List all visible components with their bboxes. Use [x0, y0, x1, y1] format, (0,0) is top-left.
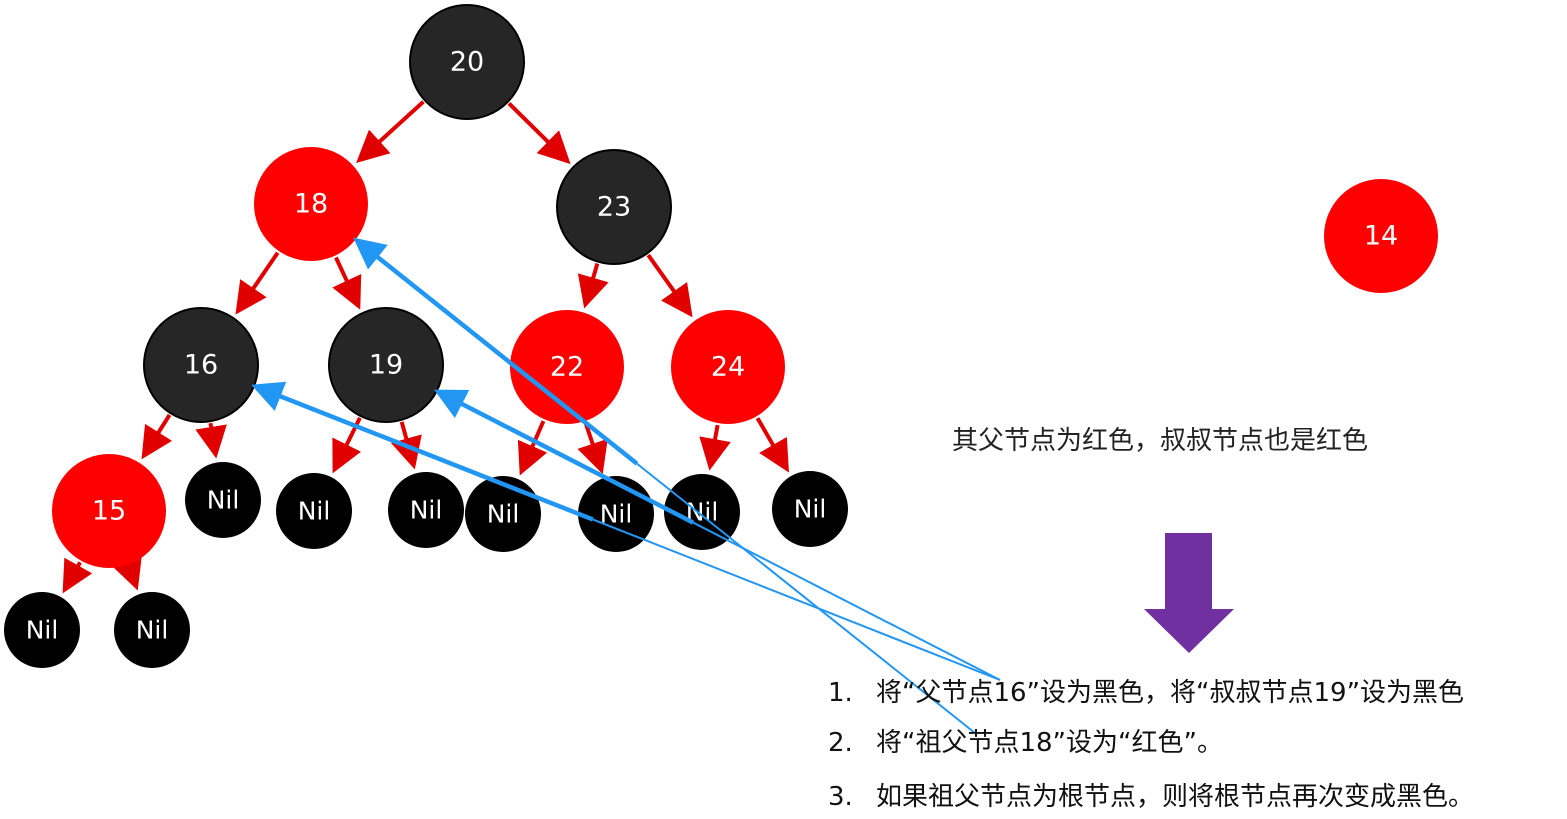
node-nil_22r: Nil [578, 476, 654, 552]
edge-n18-n19 [332, 256, 362, 310]
node-nil_22l: Nil [465, 476, 541, 552]
pointer-head-n16 [251, 381, 594, 522]
node-circle-nil_24r [772, 471, 848, 547]
node-circle-n24 [671, 310, 785, 424]
node-n14: 14 [1324, 179, 1438, 293]
node-label-n20: 20 [450, 47, 484, 78]
node-n19: 19 [328, 307, 444, 423]
node-n20: 20 [409, 4, 525, 120]
step-1-number: 1. [828, 678, 853, 708]
edge-n19-nil_19r [390, 421, 422, 470]
node-nil_16r: Nil [185, 462, 261, 538]
node-label-n19: 19 [369, 350, 403, 381]
node-label-nil_19r: Nil [410, 496, 443, 525]
edge-n22-nil_22r [577, 422, 608, 475]
node-label-nil_15l: Nil [26, 616, 59, 645]
step-1: 1. 将“父节点16”设为黑色，将“叔叔节点19”设为黑色 [828, 672, 1464, 709]
node-circle-nil_19r [388, 472, 464, 548]
node-circle-n14 [1324, 179, 1438, 293]
edge-n22-nil_22l [517, 420, 548, 476]
node-n24: 24 [671, 310, 785, 424]
pointer-head-n18 [353, 237, 639, 466]
node-n18: 18 [254, 147, 368, 261]
node-circle-n20 [409, 4, 525, 120]
node-nil_19l: Nil [276, 473, 352, 549]
step-1-text: 将“父节点16”设为黑色，将“叔叔节点19”设为黑色 [876, 678, 1465, 708]
edge-n23-n22 [577, 263, 609, 309]
node-circle-nil_22l [465, 476, 541, 552]
node-label-n16: 16 [184, 350, 218, 381]
pointer-tail-n18 [636, 462, 976, 734]
node-n15: 15 [52, 454, 166, 568]
node-label-n23: 23 [597, 192, 631, 223]
tree-edges [62, 100, 789, 594]
node-label-nil_15r: Nil [136, 616, 169, 645]
step-2: 2. 将“祖父节点18”设为“红色”。 [828, 722, 1223, 759]
node-circle-n23 [556, 149, 672, 265]
node-nil_15l: Nil [4, 592, 80, 668]
node-nil_19r: Nil [388, 472, 464, 548]
edge-n24-nil_24l [699, 424, 731, 471]
node-label-n24: 24 [711, 352, 745, 383]
node-circle-n19 [328, 307, 444, 423]
step-2-text: 将“祖父节点18”设为“红色”。 [876, 728, 1223, 758]
node-circle-nil_19l [276, 473, 352, 549]
node-circle-nil_16r [185, 462, 261, 538]
node-nil_24r: Nil [772, 471, 848, 547]
node-label-n22: 22 [550, 352, 584, 383]
edge-n18-n16 [235, 251, 280, 315]
node-n23: 23 [556, 149, 672, 265]
node-label-n18: 18 [294, 189, 328, 220]
edge-n15-nil_15r [111, 554, 142, 591]
step-3: 3. 如果祖父节点为根节点，则将根节点再次变成黑色。 [828, 776, 1474, 813]
node-label-nil_19l: Nil [298, 497, 331, 526]
down-arrow-icon [1144, 533, 1234, 653]
edge-n23-n24 [646, 253, 693, 318]
pointer-head-n19 [434, 389, 695, 525]
step-3-number: 3. [828, 782, 853, 812]
node-label-nil_24r: Nil [794, 495, 827, 524]
node-nil_15r: Nil [114, 592, 190, 668]
node-label-n15: 15 [92, 496, 126, 527]
edge-n16-n15 [141, 413, 173, 460]
node-circle-n18 [254, 147, 368, 261]
edge-n24-nil_24r [755, 417, 789, 473]
edge-n20-n23 [507, 102, 571, 165]
node-label-nil_16r: Nil [207, 486, 240, 515]
pointer-tail-n16 [592, 518, 1001, 681]
edge-n16-nil_16r [195, 422, 227, 459]
node-label-nil_22l: Nil [487, 500, 520, 529]
node-n16: 16 [143, 307, 259, 423]
node-n22: 22 [510, 310, 624, 424]
pointer-links [251, 237, 1001, 734]
node-circle-n15 [52, 454, 166, 568]
node-circle-nil_15l [4, 592, 80, 668]
node-circle-nil_15r [114, 592, 190, 668]
condition-caption: 其父节点为红色，叔叔节点也是红色 [952, 426, 1369, 456]
node-circle-n22 [510, 310, 624, 424]
node-circle-n16 [143, 307, 259, 423]
step-2-number: 2. [828, 728, 853, 758]
node-label-n14: 14 [1364, 221, 1398, 252]
edge-n15-nil_15l [62, 557, 93, 594]
edge-n20-n18 [356, 100, 425, 163]
step-3-text: 如果祖父节点为根节点，则将根节点再次变成黑色。 [876, 782, 1475, 812]
